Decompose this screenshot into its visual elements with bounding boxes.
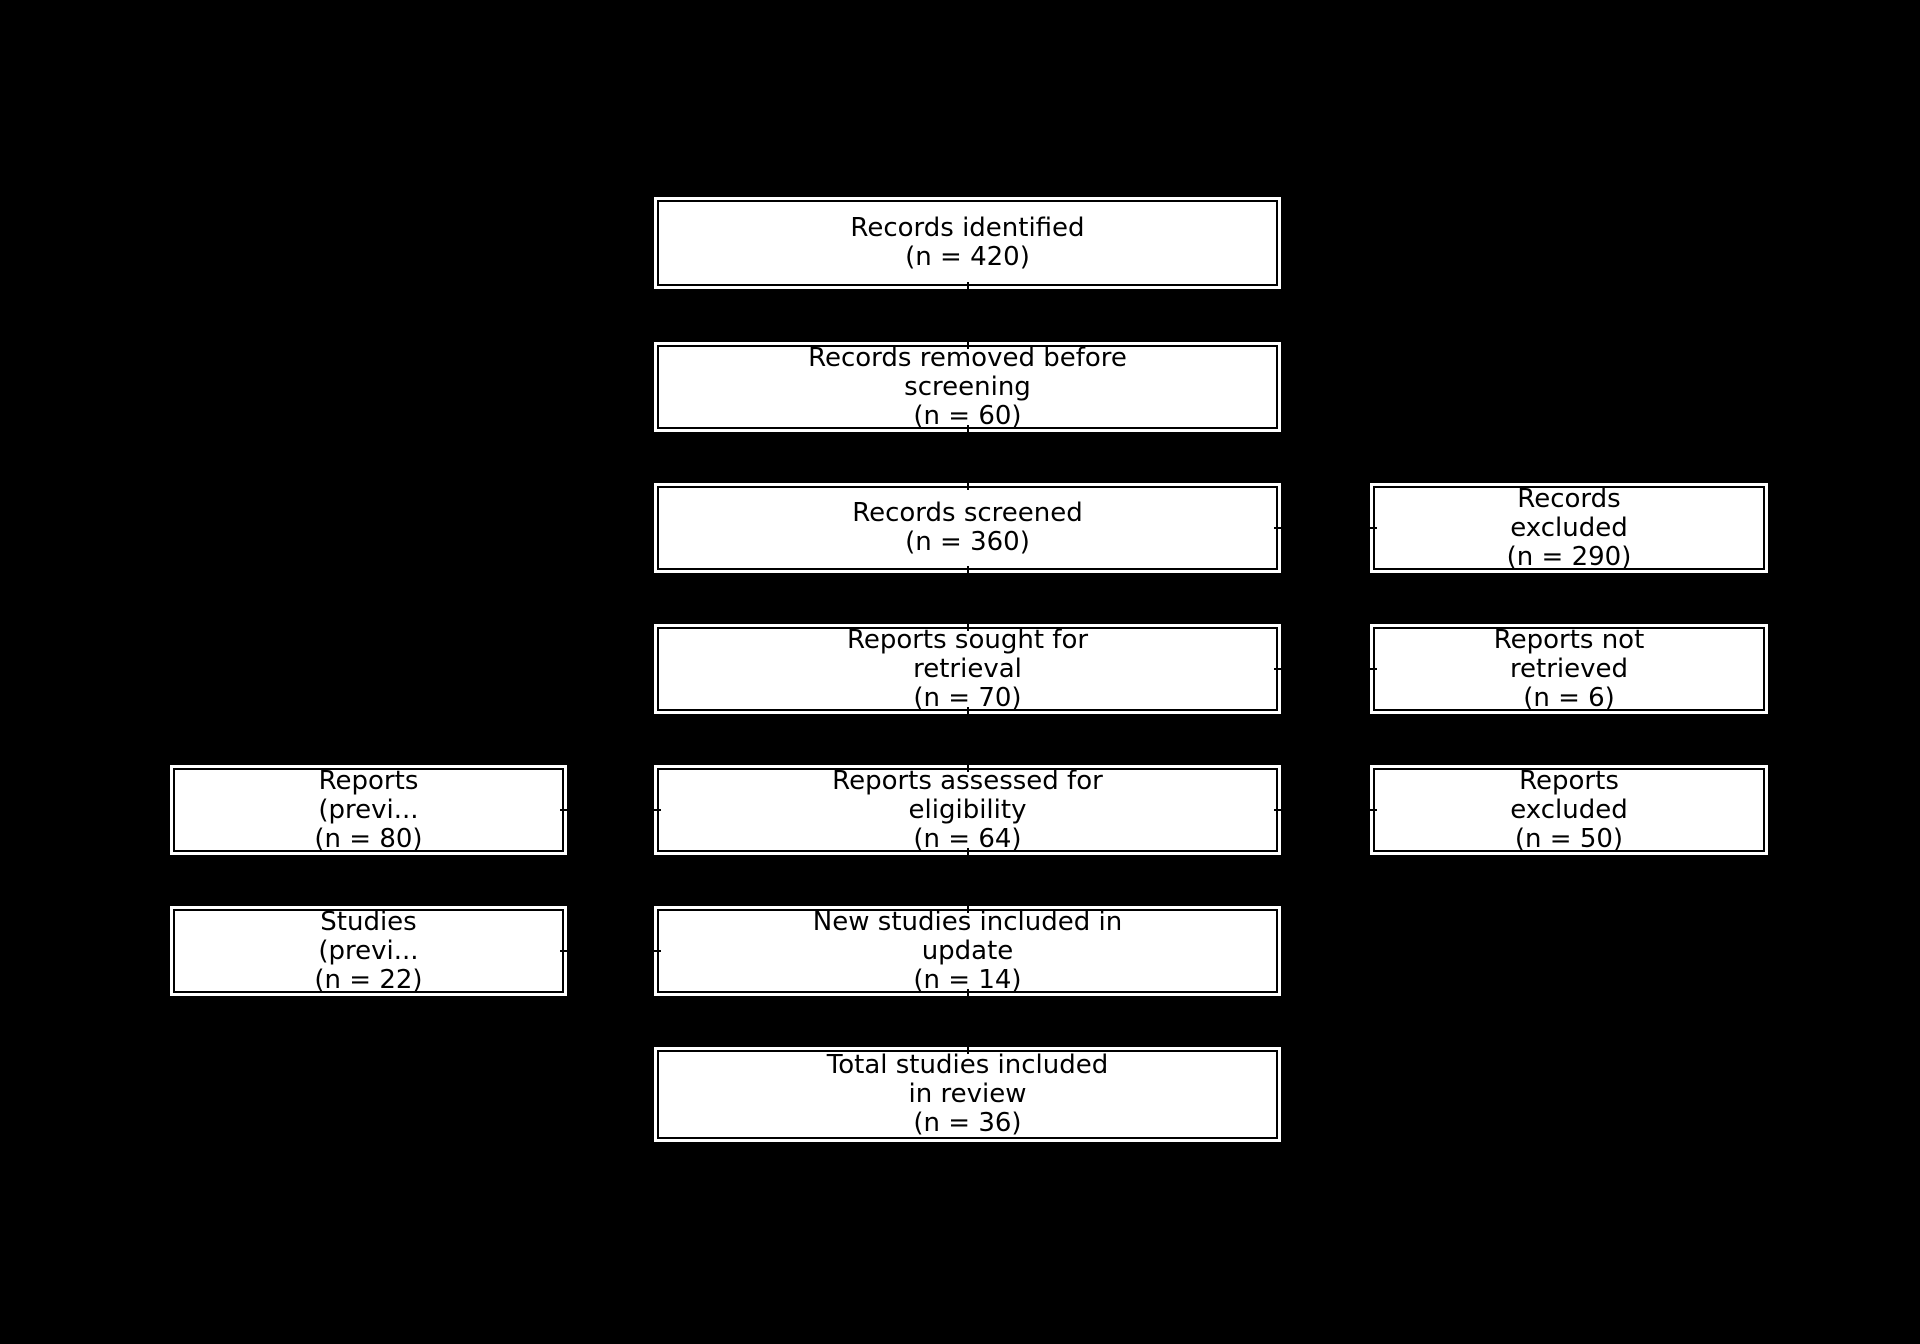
flow-box-reports-not-retrieved: Reports not retrieved (n = 6)	[1370, 624, 1768, 714]
flow-box-new-studies: New studies included in update (n = 14)	[654, 906, 1281, 996]
box-count-line: (n = 360)	[905, 527, 1030, 557]
flow-box-records-excluded: Records excluded (n = 290)	[1370, 483, 1768, 573]
box-text-line: retrieved	[1509, 653, 1629, 684]
box-text-line: Reports	[318, 765, 419, 796]
box-text-line: update	[921, 935, 1014, 966]
connector-newstudies-to-total	[967, 989, 969, 1054]
flow-box-records-removed: Records removed before screening (n = 60…	[654, 342, 1281, 432]
box-text-line: Records screened	[852, 498, 1083, 528]
box-count-line: (n = 50)	[1514, 823, 1624, 854]
flow-box-reports-excluded: Reports excluded (n = 50)	[1370, 765, 1768, 855]
box-text-line: Reports	[1519, 765, 1619, 796]
box-text-line: screening	[904, 371, 1031, 402]
box-text-line: Records identified	[850, 213, 1085, 243]
box-text-line: eligibility	[908, 794, 1027, 825]
box-text-line: (previ...	[318, 935, 419, 966]
flow-box-records-screened: Records screened (n = 360)	[654, 483, 1281, 573]
flow-box-reports-sought: Reports sought for retrieval (n = 70)	[654, 624, 1281, 714]
box-count-line: (n = 22)	[314, 964, 423, 995]
connector-prevstudies-to-newstudies	[560, 950, 661, 952]
connector-screened-to-sought	[967, 566, 969, 631]
flow-box-reports-assessed: Reports assessed for eligibility (n = 64…	[654, 765, 1281, 855]
box-text-line: excluded	[1510, 512, 1628, 543]
box-text-line: excluded	[1510, 794, 1628, 825]
box-count-line: (n = 290)	[1506, 541, 1632, 572]
flow-box-previous-reports: Reports (previ... (n = 80)	[170, 765, 567, 855]
box-count-line: (n = 36)	[913, 1108, 1022, 1138]
box-count-line: (n = 80)	[314, 823, 423, 854]
connector-removed-to-screened	[967, 425, 969, 490]
connector-assessed-to-repexcluded	[1274, 809, 1377, 811]
connector-assessed-to-newstudies	[967, 848, 969, 913]
box-count-line: (n = 6)	[1523, 682, 1615, 713]
connector-identified-to-removed	[967, 282, 969, 349]
connector-sought-to-notretrieved	[1274, 668, 1377, 670]
flow-box-records-identified: Records identified (n = 420)	[654, 197, 1281, 289]
box-text-line: Total studies included	[826, 1050, 1109, 1080]
connector-screened-to-excluded	[1274, 527, 1377, 529]
box-text-line: Records	[1517, 483, 1621, 514]
box-text-line: Studies	[320, 906, 417, 937]
box-count-line: (n = 420)	[905, 242, 1030, 272]
box-text-line: (previ...	[318, 794, 419, 825]
box-text-line: retrieval	[913, 653, 1022, 684]
flow-box-total-studies: Total studies included in review (n = 36…	[654, 1047, 1281, 1142]
flow-box-previous-studies: Studies (previ... (n = 22)	[170, 906, 567, 996]
connector-sought-to-assessed	[967, 707, 969, 772]
box-text-line: Reports not	[1493, 624, 1645, 655]
box-text-line: in review	[908, 1079, 1027, 1109]
connector-prevreports-to-assessed	[560, 809, 661, 811]
